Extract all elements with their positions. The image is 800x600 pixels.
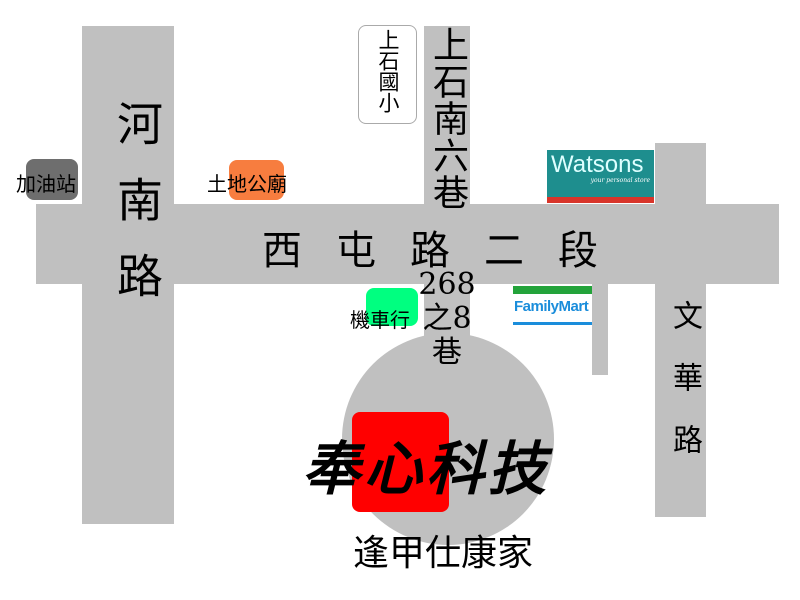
road-label-268-lane: 268之8巷 xyxy=(418,268,476,370)
watsons-tagline: your personal store xyxy=(590,177,650,184)
temple-label: 土地公廟 xyxy=(207,172,287,196)
scooter-shop-marker xyxy=(366,288,418,326)
road-label-wenhua: 文華路 xyxy=(667,300,702,486)
watsons-logo: Watsons your personal store xyxy=(547,150,654,203)
road-label-henan: 河南路 xyxy=(110,100,164,328)
watsons-stripe xyxy=(547,197,654,203)
familymart-blue-bar xyxy=(513,322,592,325)
lane-number: 268之8巷 xyxy=(418,267,476,370)
road-side-lane xyxy=(592,282,608,375)
road-label-shangshi-lane: 上石南六巷 xyxy=(427,26,468,211)
familymart-green-bar xyxy=(513,286,592,294)
building-name: 逢甲仕康家 xyxy=(353,533,534,574)
scooter-shop-label: 機車行 xyxy=(350,308,410,332)
familymart-name: FamilyMart xyxy=(514,298,589,315)
road-label-xitun: 西屯路二段 xyxy=(262,228,632,274)
road-wenhua xyxy=(655,143,706,517)
familymart-logo: FamilyMart xyxy=(513,286,592,325)
road-shangshi-lane xyxy=(424,26,470,206)
company-name: 奉心科技 xyxy=(302,435,551,503)
school-label: 上石國小 xyxy=(376,29,400,113)
gas-station-marker xyxy=(26,159,78,200)
company-logo-square xyxy=(352,412,449,512)
gas-station-label: 加油站 xyxy=(16,172,76,196)
temple-marker xyxy=(229,160,284,200)
school-label-box: 上石國小 xyxy=(358,25,417,124)
watsons-name: Watsons xyxy=(551,151,644,178)
